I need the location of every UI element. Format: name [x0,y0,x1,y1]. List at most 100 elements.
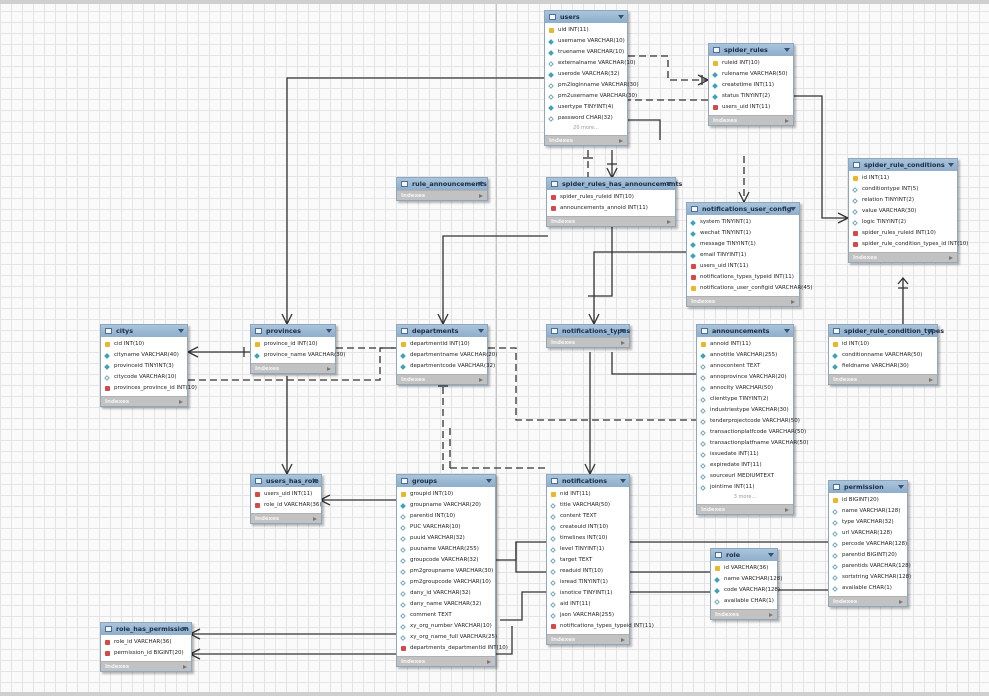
column-row[interactable]: sourceurl MEDIUMTEXT [697,471,793,482]
column-row[interactable]: annoid INT(11) [697,339,793,350]
column-row[interactable]: spider_rules_ruleid INT(10) [547,192,675,203]
expand-arrow-icon[interactable] [327,366,331,371]
column-row[interactable]: json VARCHAR(255) [547,610,629,621]
table-header[interactable]: notifications_types [547,325,630,337]
column-row[interactable]: pm2username VARCHAR(30) [545,91,637,102]
column-row[interactable]: pm2loginname VARCHAR(30) [545,80,639,91]
expand-arrow-icon[interactable] [949,255,953,260]
column-row[interactable]: content TEXT [547,511,629,522]
indexes-footer[interactable]: Indexes [709,115,793,125]
column-row[interactable]: system TINYINT(1) [687,217,799,228]
expand-arrow-icon[interactable] [479,377,483,382]
collapse-arrow-icon[interactable] [312,479,318,483]
expand-arrow-icon[interactable] [785,507,789,512]
column-row[interactable]: annoprovince VARCHAR(20) [697,372,793,383]
indexes-footer[interactable]: Indexes [547,337,629,347]
indexes-footer[interactable]: Indexes [711,609,777,619]
column-row[interactable]: provinceid TINYINT(3) [101,361,187,372]
collapse-arrow-icon[interactable] [478,329,484,333]
column-row[interactable]: groupname VARCHAR(20) [397,500,495,511]
table-header[interactable]: users_has_role [251,475,321,487]
collapse-arrow-icon[interactable] [948,163,954,167]
column-row[interactable]: aid INT(11) [547,599,629,610]
column-row[interactable]: url VARCHAR(128) [829,528,907,539]
collapse-arrow-icon[interactable] [784,329,790,333]
column-row[interactable]: percode VARCHAR(128) [829,539,907,550]
collapse-arrow-icon[interactable] [784,48,790,52]
column-row[interactable]: comment TEXT [397,610,495,621]
column-row[interactable]: usertype TINYINT(4) [545,102,627,113]
expand-arrow-icon[interactable] [183,664,187,669]
column-row[interactable]: issuedate INT(11) [697,449,793,460]
collapse-arrow-icon[interactable] [486,479,492,483]
expand-arrow-icon[interactable] [621,340,625,345]
column-row[interactable]: departmentid INT(10) [397,339,487,350]
column-row[interactable]: isread TINYINT(1) [547,577,629,588]
column-row[interactable]: province_id INT(10) [251,339,335,350]
column-row[interactable]: users_uid INT(11) [251,489,321,500]
column-row[interactable]: users_uid INT(11) [709,102,793,113]
column-row[interactable]: annotitle VARCHAR(255) [697,350,793,361]
column-row[interactable]: transactionplatfname VARCHAR(50) [697,438,808,449]
column-row[interactable]: transactionplatfcode VARCHAR(50) [697,427,806,438]
column-row[interactable]: annocity VARCHAR(50) [697,383,793,394]
column-row[interactable]: xy_org_number VARCHAR(10) [397,621,495,632]
column-row[interactable]: provinces_province_id INT(10) [101,383,197,394]
table-header[interactable]: provinces [251,325,335,337]
indexes-footer[interactable]: Indexes [101,396,187,406]
column-row[interactable]: username VARCHAR(10) [545,36,627,47]
column-row[interactable]: role_id VARCHAR(36) [101,637,191,648]
column-row[interactable]: groupcode VARCHAR(32) [397,555,495,566]
column-row[interactable]: uid INT(11) [545,25,627,36]
column-row[interactable]: province_name VARCHAR(30) [251,350,345,361]
indexes-footer[interactable]: Indexes [547,634,629,644]
table-header[interactable]: spider_rule_conditions [849,159,957,171]
column-row[interactable]: id BIGINT(20) [829,495,907,506]
column-row[interactable]: puuid VARCHAR(32) [397,533,495,544]
column-row[interactable]: userode VARCHAR(32) [545,69,627,80]
column-row[interactable]: available CHAR(1) [711,596,777,607]
table-header[interactable]: permission [829,481,907,493]
column-row[interactable]: notifications_types_typeid INT(11) [687,272,799,283]
indexes-footer[interactable]: Indexes [101,661,191,671]
column-row[interactable]: departmentname VARCHAR(20) [397,350,497,361]
column-row[interactable]: notifications_user_configid VARCHAR(45) [687,283,812,294]
more-columns-label[interactable]: 3 more... [733,494,757,500]
collapse-arrow-icon[interactable] [790,207,796,211]
column-row[interactable]: readuid INT(10) [547,566,629,577]
column-row[interactable]: sortstring VARCHAR(128) [829,572,911,583]
expand-arrow-icon[interactable] [479,193,483,198]
column-row[interactable]: timelines INT(10) [547,533,629,544]
column-row[interactable]: dany_name VARCHAR(32) [397,599,495,610]
expand-arrow-icon[interactable] [619,138,623,143]
column-row[interactable]: departmentcode VARCHAR(32) [397,361,495,372]
column-row[interactable]: spider_rules_ruleid INT(10) [849,228,957,239]
column-row[interactable]: value VARCHAR(30) [849,206,957,217]
column-row[interactable]: conditiontype INT(5) [849,184,957,195]
table-header[interactable]: groups [397,475,495,487]
column-row[interactable]: createuid INT(10) [547,522,629,533]
column-row[interactable]: conditionname VARCHAR(50) [829,350,937,361]
indexes-footer[interactable]: Indexes [849,252,957,262]
expand-arrow-icon[interactable] [313,516,317,521]
indexes-footer[interactable]: Indexes [545,135,627,145]
column-row[interactable]: users_uid INT(11) [687,261,799,272]
column-row[interactable]: id VARCHAR(36) [711,563,777,574]
column-row[interactable]: relation TINYINT(2) [849,195,957,206]
more-columns-label[interactable]: 20 more... [573,125,599,131]
indexes-footer[interactable]: Indexes [697,504,793,514]
column-row[interactable]: tenderprojectcode VARCHAR(50) [697,416,800,427]
table-header[interactable]: users [545,11,627,23]
column-row[interactable]: pm2groupname VARCHAR(30) [397,566,495,577]
column-row[interactable]: pm2groupcode VARCHAR(10) [397,577,495,588]
